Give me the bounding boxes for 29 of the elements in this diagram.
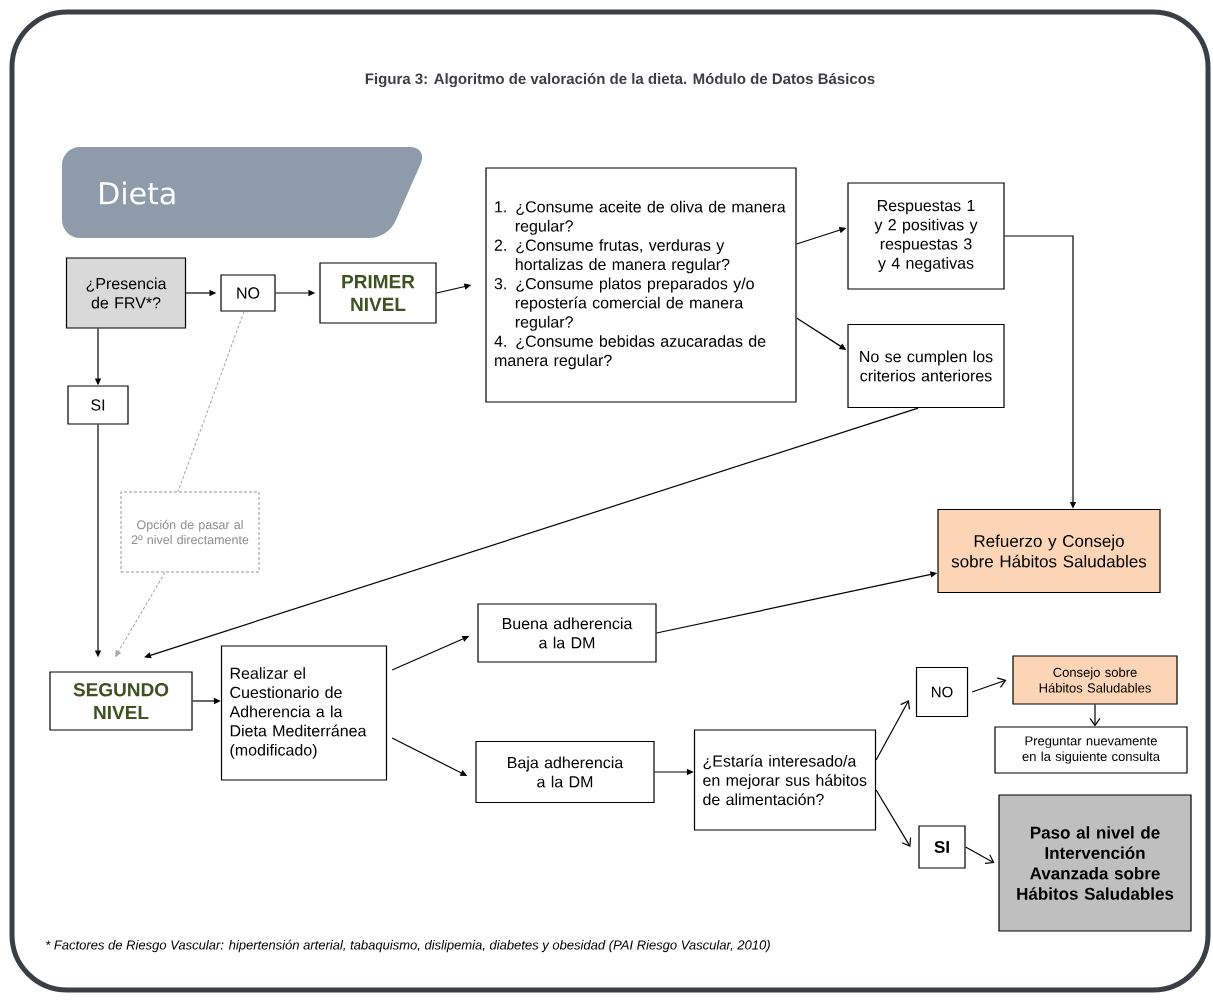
footnote: * Factores de Riesgo Vascular: hipertensión arterial, tabaquismo, dislipemia, diabetes y obesidad (PAI Riesgo Vascular, 2010) xyxy=(46,939,770,953)
result-box: Baja adherencia a la DM xyxy=(475,740,655,804)
result-box: Buena adherencia a la DM xyxy=(477,603,657,663)
arrow xyxy=(1089,704,1101,727)
decision-box: ¿Presencia de FRV*? xyxy=(65,257,187,329)
arrow xyxy=(965,846,995,865)
advice-box: Consejo sobre Hábitos Saludables xyxy=(1012,655,1178,705)
advice-box: Refuerzo y Consejo sobre Hábitos Saludables xyxy=(937,508,1161,594)
process-box: Realizar el Cuestionario de Adherencia a la Dieta Mediterránea (modificado) xyxy=(220,645,388,781)
arrow xyxy=(115,571,166,657)
answer-box: NO xyxy=(220,274,276,312)
criteria-box: No se cumplen los criterios anteriores xyxy=(847,323,1005,409)
level-box: PRIMER NIVEL xyxy=(319,262,437,324)
arrow xyxy=(875,700,911,761)
question-box: 1. ¿Consume aceite de oliva de manera regular? 2. ¿Consume frutas, verduras y hortalizas de manera regular? 3. ¿Consume platos preparados y/o repostería comercial de manera regular? 4. ¿Consume bebidas azucaradas de manera regular? xyxy=(485,167,797,403)
answer-box: SI xyxy=(918,825,966,869)
level-box: SEGUNDO NIVEL xyxy=(49,671,193,731)
answer-box: NO xyxy=(915,666,969,718)
arrow xyxy=(875,789,912,847)
arrow xyxy=(144,407,919,659)
criteria-box: Respuestas 1 y 2 positivas y respuestas 3 y 4 negativas xyxy=(847,182,1005,290)
section-banner: Dieta xyxy=(62,147,423,238)
answer-box: SI xyxy=(67,385,129,425)
result-box: Paso al nivel de Intervención Avanzada sobre Hábitos Saludables xyxy=(998,794,1192,932)
figure-title: Figura 3: Algoritmo de valoración de la dieta. Módulo de Datos Básicos xyxy=(365,72,875,88)
process-box: Preguntar nuevamente en la siguiente consulta xyxy=(994,726,1188,774)
question-box: ¿Estaría interesado/a en mejorar sus hábitos de alimentación? xyxy=(693,729,877,831)
arrow xyxy=(971,677,1007,693)
note-box: Opción de pasar al 2º nivel directamente xyxy=(120,491,260,573)
